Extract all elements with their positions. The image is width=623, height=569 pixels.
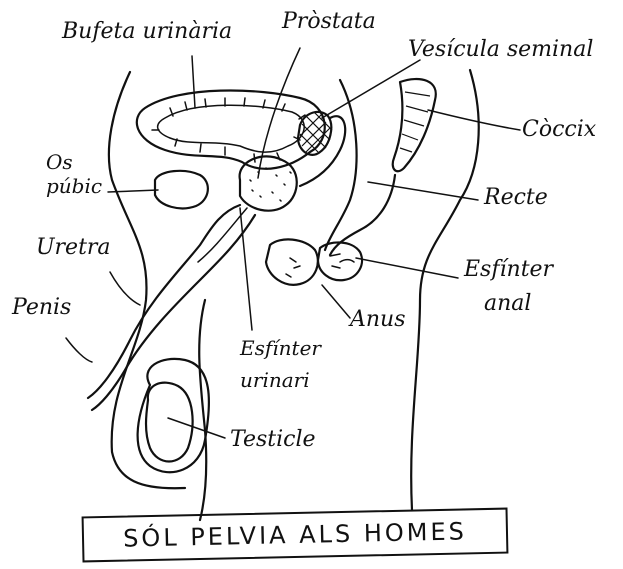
leader-esfinter-anal bbox=[356, 258, 458, 278]
label-os-pubic-1: Os bbox=[46, 152, 73, 173]
body-outline-back bbox=[411, 70, 479, 510]
bladder-shape bbox=[137, 90, 325, 168]
label-anus: Anus bbox=[350, 308, 406, 331]
label-os-pubic-2: púbic bbox=[46, 176, 102, 197]
coccyx-segments bbox=[400, 92, 430, 152]
leader-anus bbox=[322, 285, 350, 318]
label-prostata: Pròstata bbox=[282, 10, 376, 33]
leader-vesicula bbox=[322, 60, 420, 118]
label-vesicula: Vesícula seminal bbox=[408, 38, 593, 61]
urethra-lower bbox=[92, 215, 255, 410]
urinary-sphincter-shape bbox=[266, 239, 318, 284]
label-bufeta: Bufeta urinària bbox=[62, 20, 232, 43]
label-esfinter-urinari-1: Esfínter bbox=[240, 338, 321, 359]
leader-coccix bbox=[428, 110, 520, 130]
label-esfinter-anal-2: anal bbox=[484, 292, 531, 315]
leader-uretra bbox=[110, 272, 140, 305]
label-testicle: Testicle bbox=[230, 428, 316, 451]
coccyx-shape bbox=[393, 79, 436, 171]
testicle-shape bbox=[146, 383, 193, 462]
label-coccix: Còccix bbox=[522, 118, 596, 141]
label-penis: Penis bbox=[12, 296, 71, 319]
leader-recte bbox=[368, 182, 478, 200]
anal-sphincter-marks bbox=[330, 254, 354, 268]
label-esfinter-urinari-2: urinari bbox=[240, 370, 310, 391]
leader-esfinter-urinari bbox=[240, 208, 252, 330]
leader-testicle bbox=[168, 418, 225, 438]
label-uretra: Uretra bbox=[36, 236, 111, 259]
bladder-inner bbox=[158, 105, 305, 152]
body-outline-leg bbox=[199, 300, 206, 520]
prostate-dots bbox=[250, 168, 291, 201]
label-esfinter-anal-1: Esfínter bbox=[464, 258, 553, 281]
label-recte: Recte bbox=[484, 186, 548, 209]
banner-caption: SÓL PELVIA ALS HOMES bbox=[82, 508, 509, 563]
leader-bufeta bbox=[192, 56, 195, 108]
pubic-bone-shape bbox=[155, 171, 208, 209]
leader-penis bbox=[66, 338, 92, 362]
scrotum-shape bbox=[138, 359, 209, 472]
urethra-upper bbox=[88, 205, 240, 398]
urinary-sphincter-marks bbox=[286, 258, 300, 277]
